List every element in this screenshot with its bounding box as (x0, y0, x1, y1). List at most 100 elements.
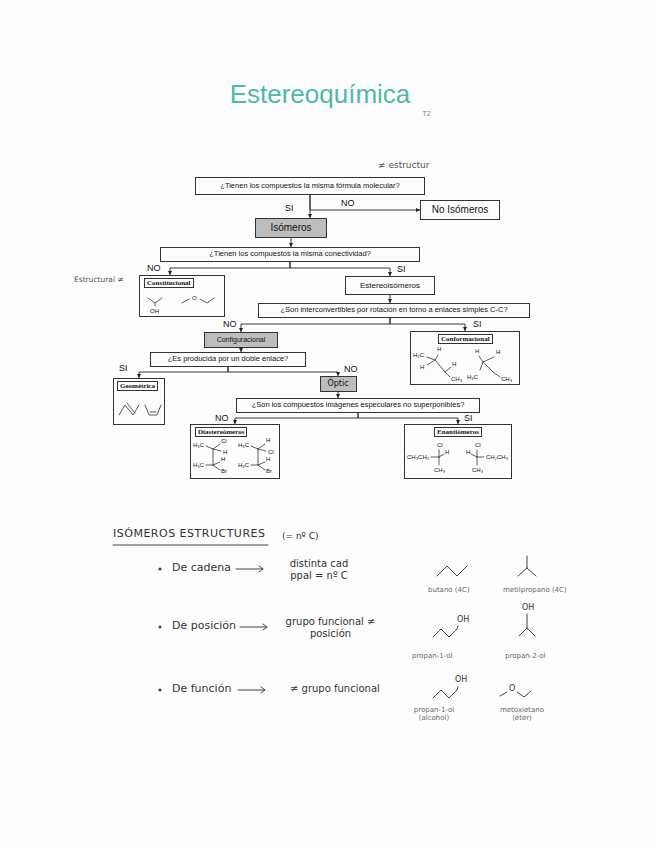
branch-label: SI (396, 265, 407, 274)
flow-connector (291, 238, 292, 247)
skeletal-formula (518, 556, 536, 576)
molecule-group (427, 355, 500, 377)
atom-label: Cl (475, 442, 481, 449)
branch-label: SI (463, 414, 474, 423)
question-box: ¿Tienen los compuestos la misma fórmula … (195, 177, 425, 195)
molecule-group (206, 444, 266, 470)
molecule-group (431, 450, 484, 465)
compound-name: butano (4C) (428, 586, 470, 594)
arrow-symbol (238, 687, 265, 693)
molecule-bonds (431, 450, 484, 465)
flow-connector (390, 318, 465, 331)
skeletal-formula (500, 691, 531, 697)
molecule-bonds (427, 355, 500, 377)
bullet-definition: grupo funcional ≠ posición (283, 616, 378, 639)
question-box: ¿Son interconvertibles por rotación en t… (258, 303, 530, 318)
molecule-group (119, 403, 161, 415)
heading-underline (113, 545, 268, 546)
atom-label: Br (221, 468, 227, 475)
flow-connector (235, 413, 358, 424)
atom-label: H₃C (413, 352, 424, 359)
bullet-term: De cadena (172, 562, 231, 575)
arrow-symbol (236, 566, 263, 572)
compound-name: propan-1-ol (alcohol) (410, 706, 458, 722)
skeletal-formula (433, 626, 458, 637)
question-text: ¿Son interconvertibles por rotación en t… (280, 306, 507, 315)
branch-label: SI (118, 364, 129, 373)
atom-label: CH₃CH₂ (407, 454, 429, 461)
atom-label: O (509, 684, 515, 693)
atom-label: H (445, 449, 449, 456)
example-heading: Constitucional (144, 278, 194, 288)
category-box-filled: Óptic (320, 376, 357, 392)
bullets (158, 567, 161, 691)
question-text: ¿Tienen los compuestos la misma fórmula … (220, 182, 399, 191)
atom-label: Cl (268, 449, 274, 456)
molecule-drawings (119, 298, 500, 470)
alkene-bonds (119, 403, 161, 415)
branch-label: NO (146, 264, 162, 273)
compound-name: metoxietano (éter) (498, 706, 546, 722)
branch-label: NO (222, 320, 238, 329)
atom-label: H (221, 456, 225, 463)
atom-label: OH (457, 615, 469, 624)
atom-label: H (437, 346, 441, 353)
bullet-term: De posición (172, 620, 236, 633)
compound-name: propan-2-ol (505, 652, 545, 660)
example-box: EnantiómerosClCH₃CH₂HCH₃ClHCH₂CH₃CH₃ (404, 424, 512, 479)
skeletal-formula (437, 566, 467, 576)
notes-drawings (113, 545, 536, 698)
handwritten-note: (= nº C) (282, 531, 319, 541)
atom-label: H (475, 348, 479, 355)
bullet-definition: distinta cad ppal = nº C (280, 558, 358, 581)
atom-label: CH₃ (451, 376, 462, 383)
atom-label: O (192, 295, 197, 302)
bullet-term: De función (172, 683, 231, 696)
flow-connector (170, 262, 290, 275)
atom-label: H (496, 349, 500, 356)
question-box: ¿Son los compuestos imágenes especulares… (236, 398, 480, 413)
atom-label: H (466, 449, 470, 456)
question-text: ¿Es producida por un doble enlace? (168, 355, 289, 364)
question-box: ¿Tienen los compuestos la misma conectiv… (160, 247, 420, 262)
atom-label: H₃C (238, 442, 249, 449)
atom-label: Cl (221, 438, 227, 445)
category-label: Estereoisómeros (360, 281, 420, 290)
category-box: Estereoisómeros (345, 276, 435, 295)
atom-label: CH₃ (501, 376, 512, 383)
atom-label: H₃C (193, 462, 204, 469)
branch-label: NO (214, 414, 230, 423)
atom-label: H₃C (467, 374, 478, 381)
atom-label: OH (455, 675, 467, 684)
atom-label: CH₃ (434, 467, 445, 474)
example-heading: Enantiómeros (434, 427, 482, 437)
category-label: Isómeros (270, 222, 311, 234)
branch-label: SI (284, 204, 295, 213)
branch-label: NO (343, 365, 359, 374)
example-box: ConstitucionalOHO (139, 275, 225, 317)
molecule-group (148, 298, 214, 306)
skeletal-formula (433, 687, 458, 698)
arrow-symbol (240, 624, 267, 630)
bullet-dot (158, 688, 161, 691)
category-box-filled: Configuracional (204, 332, 278, 348)
flow-connector (390, 295, 391, 303)
question-text: ¿Son los compuestos imágenes especulares… (252, 401, 465, 410)
flow-connector (310, 195, 420, 210)
bullet-definition: ≠ grupo funcional (290, 683, 380, 695)
branch-label: SI (472, 320, 483, 329)
compound-name: propan-1-ol (412, 652, 452, 660)
example-heading: Conformacional (438, 334, 493, 344)
atom-label: H (266, 437, 270, 444)
section-heading: ISÓMEROS ESTRUCTURES (113, 528, 265, 541)
question-text: ¿Tienen los compuestos la misma conectiv… (209, 250, 370, 259)
page-tag: T2 (422, 110, 431, 118)
atom-label: H (266, 456, 270, 463)
atom-label: H (452, 361, 456, 368)
compound-name: metilpropano (4C) (503, 586, 567, 594)
example-box: DiastereómerosH₃CClHH₃CHBrH₃CHClH₃CHBr (190, 424, 280, 479)
page-title: Estereoquímica (230, 80, 411, 110)
